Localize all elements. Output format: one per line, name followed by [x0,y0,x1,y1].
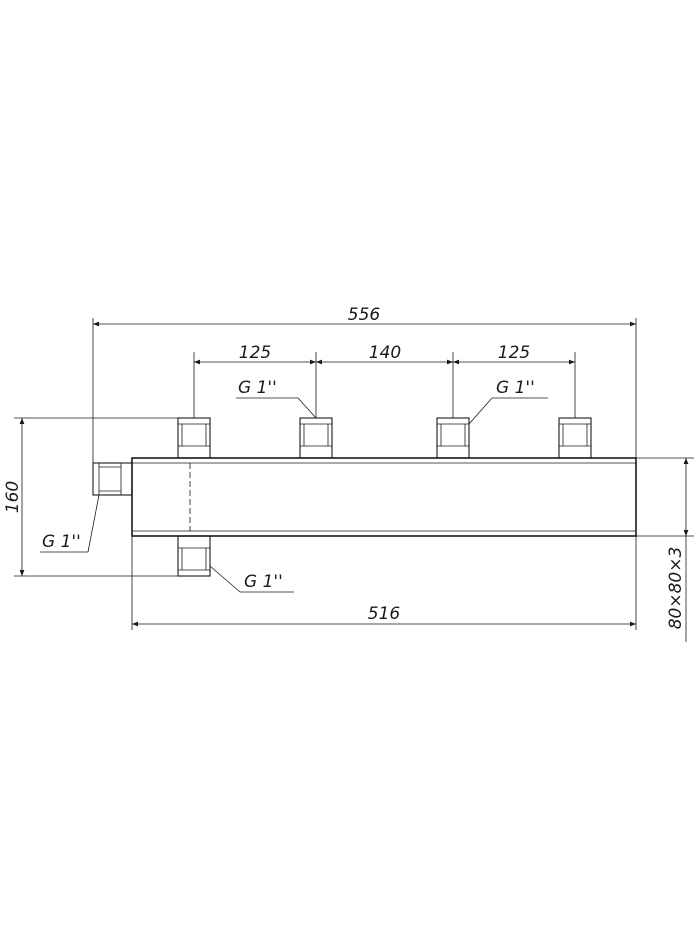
top-outlet-3 [436,417,470,459]
spacing-left-label: 125 [239,343,271,363]
top-outlet-2 [299,417,333,459]
side-inlet [92,462,133,496]
spacing-right-label: 125 [498,343,530,363]
overall-length-label: 556 [348,305,381,325]
thread-label-top-left: G 1'' [238,378,277,398]
dimension-lines [19,321,689,642]
leader-lines [40,397,548,593]
top-outlet-4 [558,417,592,459]
extension-lines [14,318,694,630]
body-length-label: 516 [368,604,401,624]
manifold-body [131,457,637,537]
thread-label-bottom: G 1'' [244,572,283,592]
section-label: 80×80×3 [666,547,686,630]
top-outlet-1 [177,417,211,459]
bottom-outlet [177,535,211,577]
thread-label-side-inlet: G 1'' [42,532,81,552]
spacing-middle-label: 140 [369,343,401,363]
thread-label-top-right: G 1'' [496,378,535,398]
height-label: 160 [3,481,23,513]
